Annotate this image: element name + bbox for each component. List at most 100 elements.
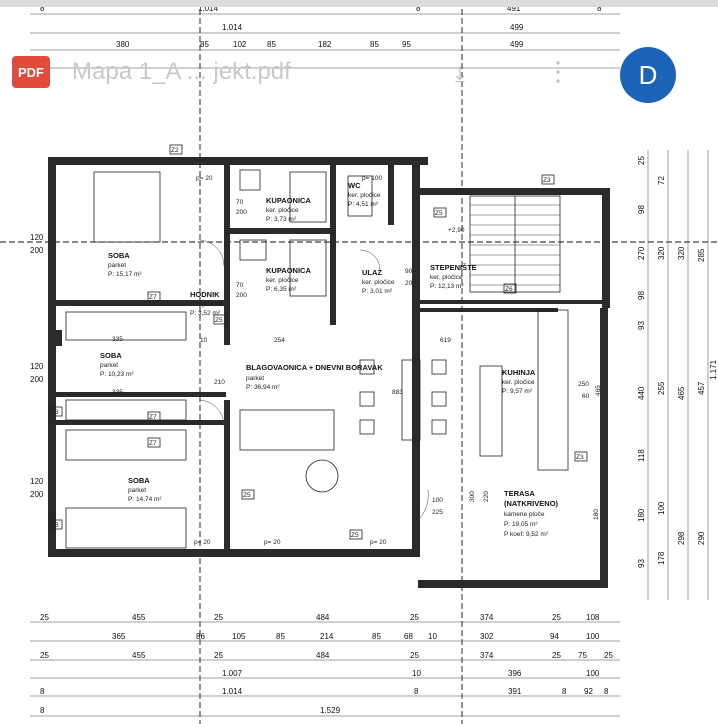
- svg-text:100: 100: [657, 501, 666, 515]
- room-name: KUHINJA: [502, 368, 536, 377]
- svg-text:25: 25: [604, 651, 613, 660]
- svg-text:457: 457: [697, 381, 706, 395]
- svg-text:P: 4,51 m²: P: 4,51 m²: [348, 201, 379, 208]
- svg-text:ker. pločice: ker. pločice: [430, 274, 463, 281]
- svg-text:25: 25: [410, 651, 419, 660]
- svg-text:484: 484: [316, 651, 330, 660]
- svg-text:Z2: Z2: [171, 147, 179, 154]
- svg-text:374: 374: [480, 613, 494, 622]
- svg-text:Z7: Z7: [149, 294, 157, 301]
- svg-text:285: 285: [697, 248, 706, 262]
- svg-text:P: 15,17 m²: P: 15,17 m²: [108, 271, 142, 278]
- inner-dimensions: p= 20 p= 100 70 200 70 200 90 200 335 33…: [112, 175, 602, 546]
- svg-text:ker. pločice: ker. pločice: [362, 279, 395, 286]
- svg-text:100: 100: [586, 669, 600, 678]
- svg-text:(NATKRIVENO): (NATKRIVENO): [504, 499, 559, 508]
- svg-text:200: 200: [405, 280, 416, 287]
- svg-text:93: 93: [637, 321, 646, 330]
- svg-text:619: 619: [440, 337, 451, 344]
- room-name: SOBA: [108, 251, 130, 260]
- svg-text:210: 210: [214, 379, 225, 386]
- svg-text:8: 8: [40, 706, 45, 715]
- svg-text:320: 320: [657, 246, 666, 260]
- svg-text:P: 19,05 m²: P: 19,05 m²: [504, 521, 538, 528]
- svg-text:Z3: Z3: [51, 409, 59, 416]
- svg-text:440: 440: [637, 386, 646, 400]
- svg-text:335: 335: [112, 389, 123, 396]
- dim-label: 182: [318, 40, 332, 49]
- svg-text:883: 883: [392, 389, 403, 396]
- dim-label: 1.014: [198, 4, 219, 13]
- svg-text:1.529: 1.529: [320, 706, 341, 715]
- top-strip: [0, 0, 718, 7]
- svg-text:255: 255: [657, 381, 666, 395]
- svg-text:75: 75: [578, 651, 587, 660]
- svg-text:parket: parket: [246, 375, 264, 382]
- svg-text:10: 10: [412, 669, 421, 678]
- account-avatar[interactable]: D: [620, 47, 676, 103]
- room-name: KUPAONICA: [266, 266, 311, 275]
- svg-text:68: 68: [404, 632, 413, 641]
- svg-text:120: 120: [30, 477, 44, 486]
- document-title[interactable]: Mapa 1_A ... jekt.pdf: [72, 58, 291, 85]
- dim-label: 95: [402, 40, 411, 49]
- svg-text:Z5: Z5: [243, 492, 251, 499]
- svg-text:kamene ploče: kamene ploče: [504, 511, 545, 518]
- svg-text:1.007: 1.007: [222, 669, 243, 678]
- top-dimensions: 8 1.014 8 491 8 1.014 499 380 85 102 85 …: [30, 4, 620, 69]
- room-name: ULAZ: [362, 268, 382, 277]
- dim-label: 499: [510, 23, 524, 32]
- svg-text:Z5: Z5: [215, 317, 223, 324]
- svg-text:P koef: 9,52 m²: P koef: 9,52 m²: [504, 531, 549, 538]
- svg-text:ker. pločice: ker. pločice: [502, 379, 535, 386]
- dim-label: 491: [507, 4, 521, 13]
- svg-text:484: 484: [316, 613, 330, 622]
- svg-text:70: 70: [236, 282, 244, 289]
- svg-text:25: 25: [552, 651, 561, 660]
- svg-text:25: 25: [40, 613, 49, 622]
- svg-text:391: 391: [508, 687, 522, 696]
- dim-label: 8: [40, 4, 45, 13]
- svg-text:1.171: 1.171: [709, 359, 718, 380]
- svg-text:465: 465: [595, 385, 602, 396]
- svg-text:180: 180: [593, 509, 600, 520]
- svg-text:455: 455: [132, 613, 146, 622]
- room-labels: SOBA parket P: 15,17 m² SOBA parket P: 1…: [100, 181, 559, 538]
- bottom-dimensions: 25 455 25 484 25 374 25 108 365 86 105 8…: [30, 613, 620, 717]
- svg-text:P: 9,57 m²: P: 9,57 m²: [502, 388, 533, 395]
- room-name: WC: [348, 181, 361, 190]
- svg-text:100: 100: [432, 497, 443, 504]
- pdf-header-bar: PDF Mapa 1_A ... jekt.pdf ⤓ ⋮ D: [0, 44, 718, 103]
- svg-text:180: 180: [637, 508, 646, 522]
- svg-text:120: 120: [30, 233, 44, 242]
- svg-text:P: 6,35 m²: P: 6,35 m²: [266, 286, 297, 293]
- svg-text:250: 250: [578, 381, 589, 388]
- download-icon[interactable]: ⤓: [455, 61, 465, 86]
- svg-text:178: 178: [657, 551, 666, 565]
- svg-text:200: 200: [236, 292, 247, 299]
- room-name: BLAGOVAONICA + DNEVNI BORAVAK: [246, 363, 383, 372]
- right-dimensions: 25 98 270 98 93 440 118 180 93 72 320 25…: [637, 150, 718, 600]
- svg-text:P: 3,01 m²: P: 3,01 m²: [362, 288, 393, 295]
- svg-text:p= 100: p= 100: [362, 175, 382, 182]
- svg-text:Z6: Z6: [505, 286, 513, 293]
- svg-text:parket: parket: [128, 487, 146, 494]
- dim-label: 8: [597, 4, 602, 13]
- svg-text:p= 20: p= 20: [264, 539, 281, 546]
- svg-text:10: 10: [428, 632, 437, 641]
- svg-text:parket: parket: [100, 362, 118, 369]
- svg-text:105: 105: [232, 632, 246, 641]
- svg-text:Z3: Z3: [576, 454, 584, 461]
- more-options-icon[interactable]: ⋮: [545, 56, 571, 86]
- svg-text:8: 8: [414, 687, 419, 696]
- svg-text:+2,90: +2,90: [448, 227, 465, 234]
- room-name: SOBA: [100, 351, 122, 360]
- svg-text:200: 200: [236, 209, 247, 216]
- dim-label: 1.014: [222, 23, 243, 32]
- svg-text:ker. pločice: ker. pločice: [266, 277, 299, 284]
- svg-text:25: 25: [552, 613, 561, 622]
- svg-text:ker. pločice: ker. pločice: [266, 207, 299, 214]
- svg-text:P: 10,23 m²: P: 10,23 m²: [100, 371, 134, 378]
- svg-text:P: 12,13 m²: P: 12,13 m²: [430, 283, 464, 290]
- svg-text:P: 3,73 m²: P: 3,73 m²: [266, 216, 297, 223]
